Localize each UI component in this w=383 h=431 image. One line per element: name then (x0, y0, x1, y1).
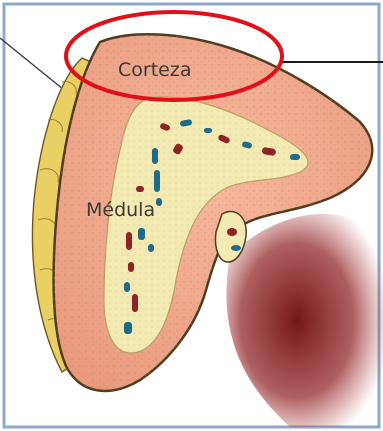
hilum-vessel-red (227, 228, 237, 236)
hilum-vessel-blue (231, 245, 241, 251)
label-cortex: Corteza (118, 59, 191, 81)
label-medulla: Médula (86, 199, 155, 221)
